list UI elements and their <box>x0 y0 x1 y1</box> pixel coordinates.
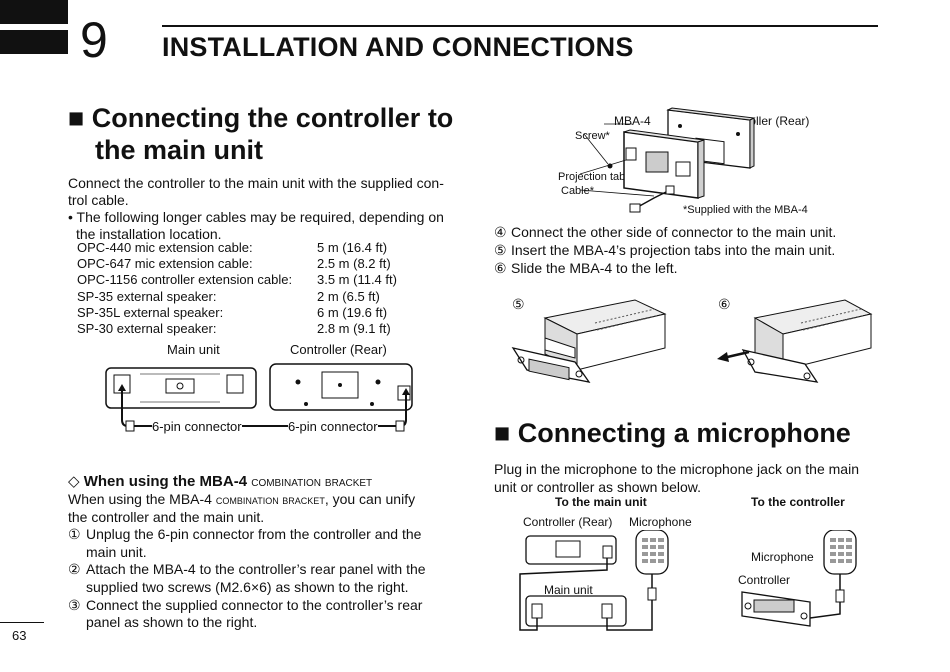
cable-name: SP-35L external speaker: <box>77 304 224 320</box>
supplied-note: *Supplied with the MBA-4 <box>683 204 808 216</box>
microphone-label: Microphone <box>629 515 692 529</box>
main-unit-rear-panel <box>525 595 627 627</box>
cable-row: SP-30 external speaker: 2.8 m (9.1 ft) <box>77 321 397 337</box>
microphone-label: Microphone <box>751 550 814 564</box>
supplied-cable <box>635 189 671 209</box>
mba4-bracket-diagram <box>580 107 756 213</box>
screw-label: Screw* <box>575 130 610 142</box>
chapter-title: INSTALLATION AND CONNECTIONS <box>162 32 634 62</box>
main-unit-label: Main unit <box>167 342 220 357</box>
mba4-label: MBA-4 <box>614 114 651 128</box>
step-text: Insert the MBA-4’s projection tabs into … <box>511 242 836 258</box>
controller-rear-label: Controller (Rear) <box>523 515 613 529</box>
text-line: When using the MBA-4 combination bracket… <box>68 491 454 509</box>
section-title-controller: ■ Connecting the controller to the main … <box>68 102 453 166</box>
cable-name: SP-30 external speaker: <box>77 321 217 337</box>
control-cable <box>121 388 407 427</box>
step-item: ③ Connect the supplied connector to the c… <box>68 597 454 615</box>
text-run: , you can unify <box>324 491 416 507</box>
step-item: ② Attach the MBA-4 to the controller’s re… <box>68 561 454 579</box>
step-number: ⑥ <box>494 260 507 276</box>
diamond-icon: ◇ <box>68 473 80 490</box>
step-number: ② <box>68 561 81 578</box>
text-line: Plug in the microphone to the microphone… <box>494 461 859 477</box>
to-controller-label: To the controller <box>751 495 845 509</box>
subhead-title: When using the MBA-4 <box>83 473 248 490</box>
mic-paragraph: Plug in the microphone to the microphone… <box>494 460 859 496</box>
to-main-unit-label: To the main unit <box>555 495 647 509</box>
page-number: 63 <box>12 628 27 643</box>
cable-row: OPC-440 mic extension cable: 5 m (16.4 ft… <box>77 240 397 256</box>
chapter-tab-bar <box>0 0 68 24</box>
cable-length: 3.5 m (11.4 ft) <box>317 272 397 288</box>
microphone-connection-diagram <box>519 530 857 631</box>
chapter-tab-bar <box>0 30 68 54</box>
text-line: the controller and the main unit. <box>68 508 265 525</box>
projection-tab <box>625 147 637 161</box>
step-item: ① Unplug the 6-pin connector from the con… <box>68 526 454 544</box>
main-unit-label: Main unit <box>544 583 593 597</box>
step-text: supplied two screws (M2.6×6) as shown to… <box>86 578 409 595</box>
controller-label: Controller <box>738 573 791 587</box>
step-number: ⑤ <box>494 242 507 258</box>
cable-name: OPC-647 mic extension cable: <box>77 256 253 272</box>
step-number: ④ <box>494 224 507 240</box>
cable-length: 6 m (19.6 ft) <box>317 304 388 320</box>
text-line: unit or controller as shown below. <box>494 479 701 495</box>
cable-length: 2.8 m (9.1 ft) <box>317 321 391 337</box>
controller-rear-label: Controller (Rear) <box>290 342 387 357</box>
cable-label: Cable* <box>561 185 595 197</box>
step-text: Connect the other side of connector to t… <box>511 224 837 240</box>
cable-name: SP-35 external speaker: <box>77 288 217 304</box>
cable-length: 2 m (6.5 ft) <box>317 288 380 304</box>
step-number: ③ <box>68 596 81 613</box>
cable-row: OPC-647 mic extension cable: 2.5 m (8.2 f… <box>77 256 397 272</box>
cable-table: OPC-440 mic extension cable: 5 m (16.4 ft… <box>77 240 397 337</box>
section-title-line: the main unit <box>95 135 263 165</box>
connector-label-left: 6-pin connector <box>152 419 242 434</box>
text-line: the installation location. <box>76 226 222 242</box>
cable-length: 5 m (16.4 ft) <box>317 240 388 255</box>
projection-tab-label: Projection tab <box>558 171 626 183</box>
cable-row: SP-35 external speaker: 2 m (6.5 ft) <box>77 289 397 305</box>
chapter-tab <box>0 0 68 62</box>
mba-paragraph: When using the MBA-4 combination bracket… <box>68 491 454 632</box>
main-unit-mic-port <box>226 374 244 394</box>
controller-main-unit-diagram <box>105 363 413 432</box>
step-text: Attach the MBA-4 to the controller’s rea… <box>86 561 426 578</box>
step-text: Connect the supplied connector to the co… <box>86 596 423 613</box>
text-run: When using the MBA-4 <box>68 491 216 507</box>
figure-label-5: ⑤ <box>512 296 525 312</box>
mount-units-diagram <box>511 299 873 383</box>
step-text: Unplug the 6-pin connector from the cont… <box>86 526 422 543</box>
connector-label-right: 6-pin connector <box>288 419 378 434</box>
text-run: combination bracket <box>215 492 325 507</box>
text-line: Connect the controller to the main unit … <box>68 175 444 191</box>
figure-label-6: ⑥ <box>718 296 731 312</box>
cable-name: OPC-440 mic extension cable: <box>77 240 253 255</box>
cable-length: 2.5 m (8.2 ft) <box>317 256 391 272</box>
mba-subhead: ◇ When using the MBA-4 combination brack… <box>68 472 372 490</box>
page-number-rule <box>0 622 44 623</box>
subhead-suffix: combination bracket <box>251 473 373 489</box>
cable-name: OPC-1156 controller extension cable: <box>77 272 293 288</box>
step-text: Slide the MBA-4 to the left. <box>511 260 678 276</box>
step-number: ① <box>68 526 81 543</box>
step-text: main unit. <box>86 543 147 560</box>
section-title-microphone: ■ Connecting a microphone <box>494 418 851 448</box>
header-rule <box>162 25 878 27</box>
cable-row: SP-35L external speaker: 6 m (19.6 ft) <box>77 305 397 321</box>
intro-paragraph: Connect the controller to the main unit … <box>68 175 458 243</box>
chapter-number: 9 <box>80 12 108 68</box>
text-line: • The following longer cables may be req… <box>68 209 444 225</box>
step-text: panel as shown to the right. <box>86 614 258 631</box>
section-title-line: ■ Connecting the controller to <box>68 103 454 133</box>
text-line: trol cable. <box>68 192 129 208</box>
cable-row: OPC-1156 controller extension cable: 3.5 … <box>77 272 397 288</box>
